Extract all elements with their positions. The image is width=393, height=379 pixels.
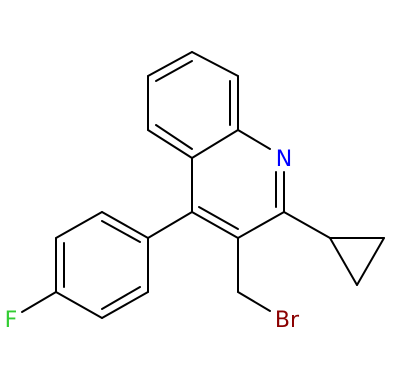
bond-c3p-c4p xyxy=(191,211,239,239)
bond-ch2-br xyxy=(237,291,271,312)
bond-ar1-inner xyxy=(101,220,141,243)
bond-c4-c5 xyxy=(191,129,239,159)
bond-c1-c2-inner xyxy=(155,60,193,82)
bonds xyxy=(21,51,385,319)
bond-c5-c6-inner xyxy=(155,124,193,150)
bond-c2p-c3p xyxy=(237,211,285,239)
bond-c1-c2 xyxy=(147,51,193,77)
bond-c5-c6 xyxy=(147,129,193,159)
nitrogen-atom-label: N xyxy=(276,147,292,172)
bond-c3p-c4p-inner xyxy=(198,206,239,230)
bond-c2p-cp xyxy=(283,211,331,239)
bond-ar1 xyxy=(101,211,149,239)
bromine-atom-label: Br xyxy=(275,308,300,333)
bond-c4p-ar xyxy=(147,211,193,239)
bond-c4-n xyxy=(237,129,271,150)
bond-ar2 xyxy=(55,211,103,239)
bond-ar4 xyxy=(55,291,103,319)
bond-cp-3 xyxy=(329,237,358,286)
bond-c2-c3 xyxy=(191,51,239,77)
bond-cp-2 xyxy=(356,237,385,286)
bond-ar5 xyxy=(101,291,149,319)
bond-ar-f xyxy=(21,291,57,313)
atom-labels: N F Br xyxy=(5,147,300,333)
bond-ar5-inner xyxy=(101,286,141,310)
fluorine-atom-label: F xyxy=(5,308,18,333)
